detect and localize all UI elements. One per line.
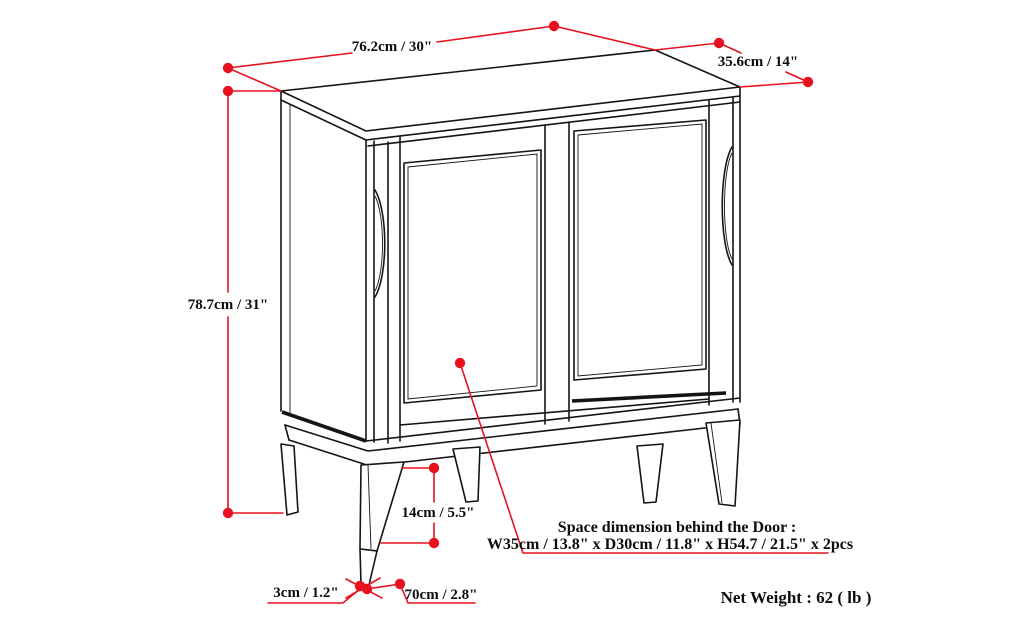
depth-dimension-label: 35.6cm / 14": [718, 54, 798, 70]
height-dimension-label: 78.7cm / 31": [188, 297, 268, 313]
width-dimension-leaders: [227, 25, 656, 92]
leg-bottom-dimension-label: 70cm / 2.8": [405, 587, 478, 603]
leg-foot-dimension-label: 3cm / 1.2": [273, 585, 338, 601]
leg-height-dimension: 14cm / 5.5": [380, 462, 475, 549]
space-note-callout: Space dimension behind the Door : W35cm …: [454, 357, 853, 554]
leg-rear-right: [636, 443, 664, 504]
dimension-annotations: 76.2cm / 30" 35.6cm / 14" 78.7cm / 31": [188, 20, 872, 607]
depth-dimension-leaders: [654, 42, 809, 88]
left-door-panel: [403, 149, 542, 404]
right-door-handle-cutout-inner: [724, 152, 733, 260]
left-door-panel-bevel: [407, 153, 538, 400]
leg-foot-dimension: 3cm / 1.2": [267, 577, 383, 604]
top-panel-face: [280, 49, 741, 132]
red-marker-dot: [454, 357, 466, 369]
leg-rear-center: [452, 446, 481, 503]
space-note-line2: W35cm / 13.8" x D30cm / 11.8" x H54.7 / …: [487, 536, 853, 553]
leg-bottom-link-line: [366, 583, 401, 590]
red-marker-dot: [222, 62, 234, 74]
left-door-handle-cutout: [374, 189, 386, 298]
red-marker-dot: [428, 462, 440, 474]
cabinet-line-art: [280, 49, 741, 586]
red-marker-dot: [428, 537, 440, 549]
left-door-handle-cutout-inner: [374, 195, 383, 292]
red-marker-dot: [222, 85, 234, 97]
net-weight-label: Net Weight : 62 ( lb ): [721, 588, 872, 607]
leg-bottom-leader: [399, 583, 476, 604]
red-marker-dot: [394, 578, 406, 590]
front-top-edge: [367, 101, 741, 147]
base-apron-top: [284, 408, 739, 452]
box-bottom-edge: [365, 397, 741, 442]
space-note-leader: [459, 362, 829, 554]
leg-front-right: [705, 419, 741, 507]
width-dimension-line: [227, 25, 555, 69]
leg-rear-left: [280, 443, 299, 516]
leg-front-left-foot: [359, 548, 378, 586]
red-marker-dot: [222, 507, 234, 519]
right-door-panel-bevel: [577, 123, 703, 377]
red-marker-dot: [548, 20, 560, 32]
center-stile: [544, 121, 570, 425]
height-dimension: 78.7cm / 31": [188, 85, 284, 519]
door-bottom-track: [399, 398, 710, 426]
leg-front-left-inner-edge: [367, 464, 372, 550]
base-apron-bottom: [288, 423, 741, 467]
front-left-corner-edges: [365, 139, 389, 444]
leg-front-right-inner-edge: [710, 422, 723, 504]
right-door-handle-cutout: [721, 146, 733, 266]
width-dimension-label: 76.2cm / 30": [352, 39, 432, 55]
depth-dimension: 35.6cm / 14": [654, 37, 814, 88]
height-dimension-extensions: [227, 90, 284, 514]
side-panel-bottom-shadow: [281, 410, 367, 443]
right-door-panel: [573, 119, 707, 381]
width-dimension: 76.2cm / 30": [222, 20, 656, 92]
leg-height-extensions: [380, 467, 435, 544]
leg-height-dimension-label: 14cm / 5.5": [402, 505, 475, 521]
red-marker-dot: [713, 37, 725, 49]
leg-front-left: [359, 461, 405, 552]
leg-bottom-dimension: 70cm / 2.8": [366, 578, 478, 604]
right-door-stiles: [708, 95, 741, 406]
red-marker-dot: [802, 76, 814, 88]
right-door-bottom-shadow: [571, 391, 727, 403]
space-note-line1: Space dimension behind the Door :: [558, 519, 796, 536]
